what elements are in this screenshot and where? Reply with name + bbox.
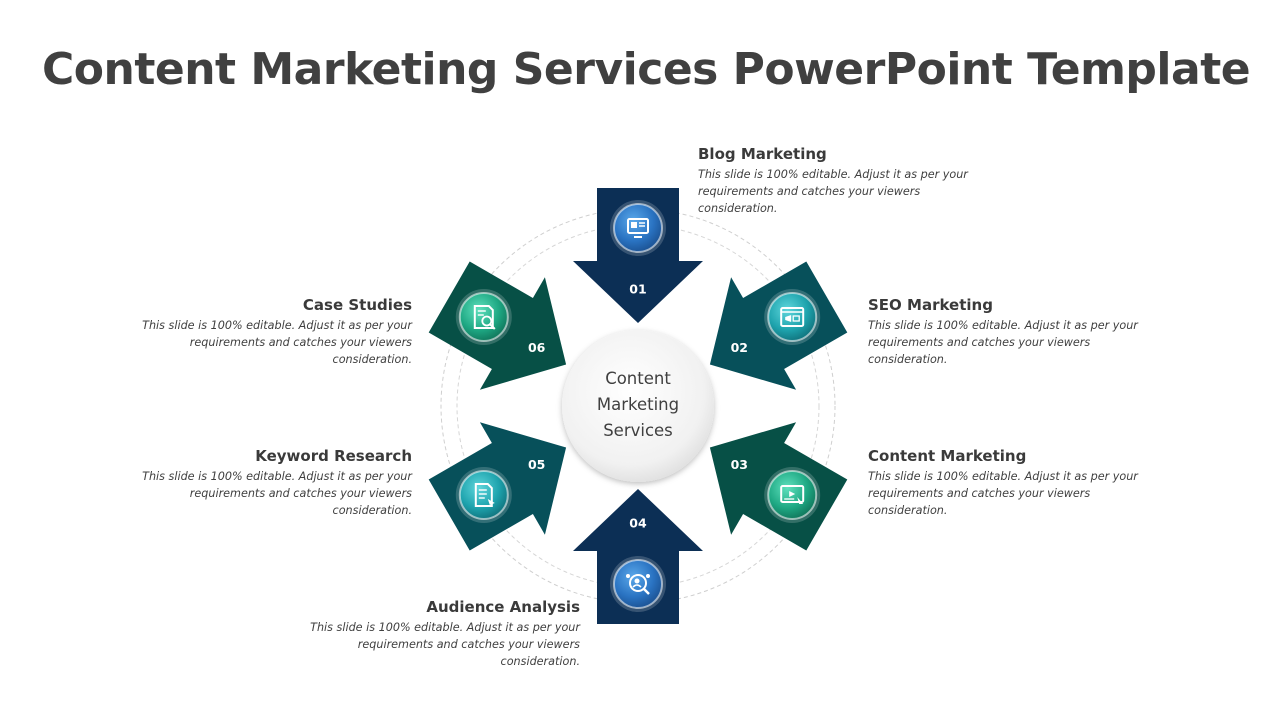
keyword-icon bbox=[455, 467, 512, 523]
item-description: This slide is 100% editable. Adjust it a… bbox=[142, 470, 412, 517]
content-icon bbox=[764, 467, 821, 523]
item-content-marketing: Content Marketing This slide is 100% edi… bbox=[868, 447, 1168, 519]
center-label: Content Marketing Services bbox=[563, 366, 713, 444]
item-heading: Audience Analysis bbox=[426, 598, 580, 616]
page-title: Content Marketing Services PowerPoint Te… bbox=[42, 44, 1251, 95]
arrow-04 bbox=[573, 489, 703, 624]
arrow-number: 06 bbox=[528, 340, 546, 355]
item-description: This slide is 100% editable. Adjust it a… bbox=[142, 319, 412, 366]
blog-icon bbox=[610, 200, 666, 256]
item-heading: Content Marketing bbox=[868, 447, 1027, 465]
center-label-line: Services bbox=[603, 421, 673, 440]
inner-dashed-ring bbox=[456, 224, 820, 588]
seo-icon bbox=[764, 289, 821, 345]
item-heading: Keyword Research bbox=[255, 447, 412, 465]
item-heading: Blog Marketing bbox=[698, 145, 827, 163]
item-blog-marketing: Blog Marketing This slide is 100% editab… bbox=[698, 145, 998, 217]
arrow-number: 04 bbox=[629, 516, 647, 531]
arrow-number: 01 bbox=[629, 282, 646, 297]
arrow-01 bbox=[573, 188, 703, 323]
item-heading: SEO Marketing bbox=[868, 296, 993, 314]
item-description: This slide is 100% editable. Adjust it a… bbox=[868, 470, 1138, 517]
item-heading: Case Studies bbox=[302, 296, 412, 314]
item-seo-marketing: SEO Marketing This slide is 100% editabl… bbox=[868, 296, 1168, 368]
arrow-number: 03 bbox=[731, 457, 748, 472]
center-label-line: Content bbox=[605, 369, 671, 388]
audience-icon bbox=[610, 556, 666, 612]
item-keyword-research: Keyword Research This slide is 100% edit… bbox=[112, 447, 412, 519]
item-description: This slide is 100% editable. Adjust it a… bbox=[868, 319, 1138, 366]
arrow-number: 02 bbox=[731, 340, 748, 355]
case-studies-icon bbox=[455, 289, 512, 345]
item-case-studies: Case Studies This slide is 100% editable… bbox=[112, 296, 412, 368]
arrow-number: 05 bbox=[528, 457, 545, 472]
center-label-line: Marketing bbox=[596, 395, 680, 414]
item-description: This slide is 100% editable. Adjust it a… bbox=[698, 168, 968, 215]
item-audience-analysis: Audience Analysis This slide is 100% edi… bbox=[280, 598, 580, 670]
item-description: This slide is 100% editable. Adjust it a… bbox=[310, 621, 580, 668]
center-circle bbox=[562, 330, 714, 482]
